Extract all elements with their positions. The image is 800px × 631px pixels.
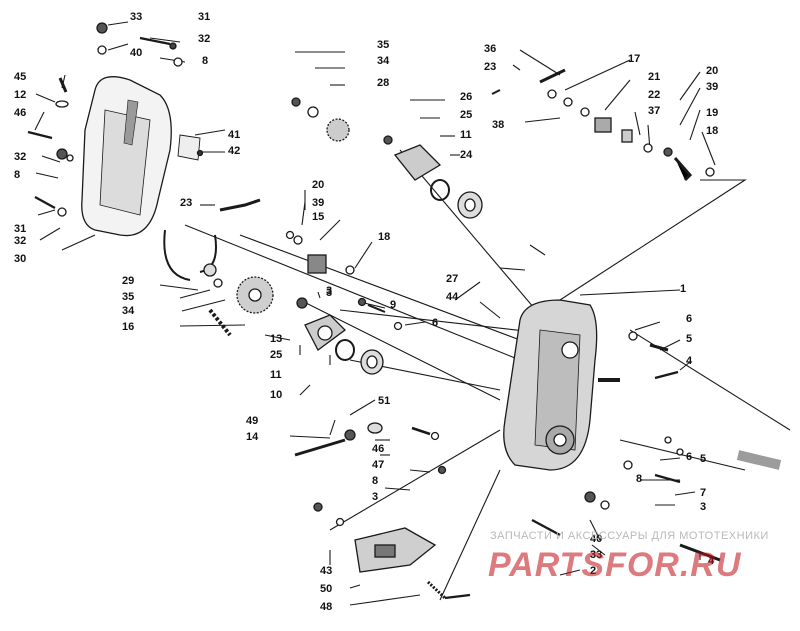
callout-47: 47: [372, 459, 384, 471]
callout-50: 50: [320, 583, 332, 595]
callout-2: 2: [590, 565, 596, 577]
callout-14: 14: [246, 431, 259, 443]
callout-20: 20: [706, 65, 718, 77]
callout-39: 39: [312, 197, 324, 209]
callout-12: 12: [14, 89, 26, 101]
callout-35: 35: [122, 291, 134, 303]
callout-23: 23: [484, 61, 496, 73]
callout-4: 4: [686, 355, 693, 367]
cover-gasket: [177, 134, 201, 161]
callout-32: 32: [14, 235, 26, 247]
callout-46: 46: [372, 443, 384, 455]
callout-27: 27: [446, 273, 458, 285]
callout-10: 10: [270, 389, 282, 401]
callout-8: 8: [202, 55, 208, 67]
long-bolt: [294, 438, 346, 457]
callout-15: 15: [312, 211, 324, 223]
drive-shaft: [736, 450, 782, 470]
callout-24: 24: [460, 149, 473, 161]
callout-31: 31: [198, 11, 210, 23]
bolt: [139, 36, 171, 46]
callout-34: 34: [377, 55, 390, 67]
callout-44: 44: [446, 291, 459, 303]
callout-35: 35: [377, 39, 389, 51]
callout-23: 23: [180, 197, 192, 209]
callout-33: 33: [590, 549, 602, 561]
callout-32: 32: [198, 33, 210, 45]
callout-4: 4: [708, 555, 715, 567]
leader-lines: [34, 21, 791, 606]
callout-5: 5: [686, 333, 692, 345]
callout-5: 5: [700, 453, 706, 465]
callout-48: 48: [320, 601, 332, 613]
callout-31: 31: [14, 223, 26, 235]
callout-25: 25: [460, 109, 472, 121]
watermark-subtitle: ЗАПЧАСТИ И АКСЕССУАРЫ ДЛЯ МОТОТЕХНИКИ: [490, 530, 769, 542]
callout-19: 19: [706, 107, 718, 119]
bushing: [594, 117, 612, 133]
callout-51: 51: [378, 395, 390, 407]
callout-37: 37: [648, 105, 660, 117]
callout-17: 17: [628, 53, 640, 65]
spring: [539, 68, 566, 84]
callout-29: 29: [122, 275, 134, 287]
callout-38: 38: [492, 119, 504, 131]
callout-6: 6: [432, 317, 438, 329]
callout-21: 21: [648, 71, 660, 83]
callout-30: 30: [14, 253, 26, 265]
callout-3: 3: [326, 285, 332, 297]
callout-40: 40: [130, 47, 142, 59]
callout-39: 39: [706, 81, 718, 93]
callout-18: 18: [378, 231, 390, 243]
callout-33: 33: [130, 11, 142, 23]
part-drawings: [27, 22, 782, 600]
callout-42: 42: [228, 145, 240, 157]
callout-46: 46: [14, 107, 26, 119]
callout-40: 40: [590, 533, 602, 545]
watermark-logo: PARTSFOR.RU: [488, 546, 742, 584]
callout-22: 22: [648, 89, 660, 101]
callout-6: 6: [686, 451, 692, 463]
callout-8: 8: [14, 169, 20, 181]
chain: [163, 229, 217, 281]
callout-18: 18: [706, 125, 718, 137]
callout-3: 3: [326, 287, 332, 299]
callout-28: 28: [377, 77, 389, 89]
callout-6: 6: [686, 313, 692, 325]
plug: [96, 22, 108, 34]
callout-1: 1: [680, 283, 686, 295]
callout-49: 49: [246, 415, 258, 427]
callout-8: 8: [372, 475, 378, 487]
callout-20: 20: [312, 179, 324, 191]
callout-16: 16: [122, 321, 134, 333]
callout-45: 45: [14, 71, 26, 83]
callout-11: 11: [270, 369, 282, 381]
upper-bearing-flange: [393, 144, 442, 181]
callout-7: 7: [700, 487, 706, 499]
callout-36: 36: [484, 43, 496, 55]
tensioner-pin: [219, 198, 261, 212]
tensioner-block: [307, 254, 327, 274]
callout-43: 43: [320, 565, 332, 577]
callout-3: 3: [372, 491, 378, 503]
callout-26: 26: [460, 91, 472, 103]
shift-lever: [673, 157, 693, 182]
callout-34: 34: [122, 305, 135, 317]
callout-41: 41: [228, 129, 240, 141]
vent-fitting: [58, 77, 68, 93]
callout-9: 9: [390, 299, 396, 311]
callout-32: 32: [14, 151, 26, 163]
callout-13: 13: [270, 333, 282, 345]
callout-8: 8: [636, 473, 642, 485]
upper-sprocket: [326, 118, 350, 142]
callout-11: 11: [460, 129, 472, 141]
callout-3: 3: [700, 501, 706, 513]
callout-25: 25: [270, 349, 282, 361]
